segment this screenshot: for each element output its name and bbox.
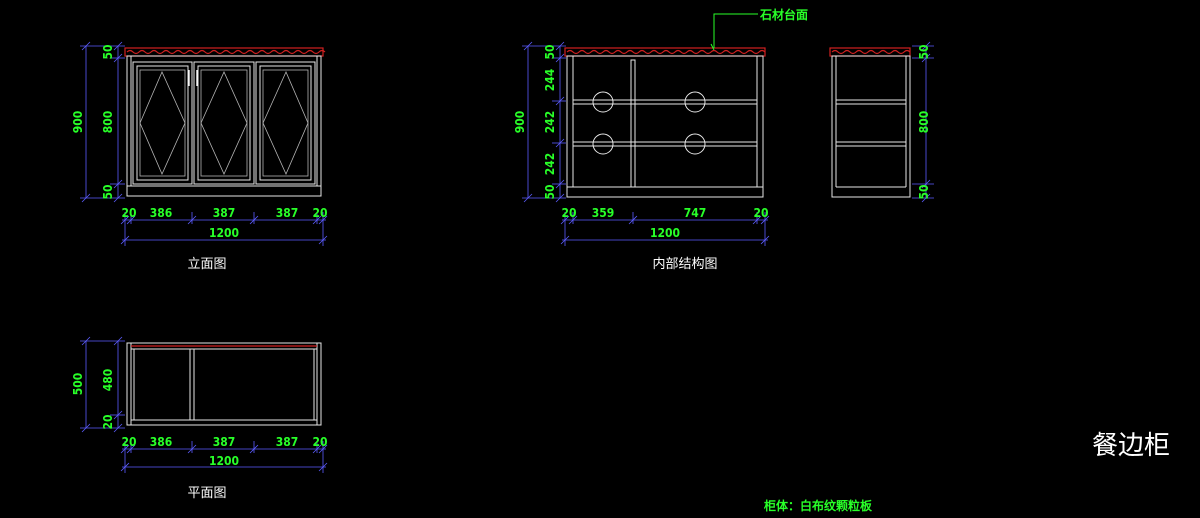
plan-h-dim-2: 386: [150, 435, 173, 449]
interior-v-total: 900: [513, 111, 527, 134]
interior-total-width: 1200: [650, 226, 680, 240]
side-v-dim-1: 50: [917, 44, 931, 59]
interior-hole-3: [592, 133, 614, 155]
elevation-view: 900 50 800 50 20 386 387 387: [71, 41, 328, 272]
elevation-total-width: 1200: [209, 226, 239, 240]
plan-v-total: 500: [71, 373, 85, 396]
elevation-stone-top: [124, 47, 326, 57]
interior-v-dim-2: 244: [543, 68, 557, 91]
plan-label: 平面图: [187, 486, 226, 501]
interior-v-dim-1: 50: [543, 44, 557, 59]
interior-v-dim-4: 242: [543, 153, 557, 176]
interior-horizontal-dimensions: 20 359 747 20 1200: [560, 206, 770, 246]
plan-h-dim-5: 20: [312, 435, 327, 449]
side-vertical-dimensions: 50 800 50: [912, 41, 934, 203]
drawing-title: 餐边柜: [1092, 431, 1170, 461]
elevation-h-dim-2: 386: [150, 206, 173, 220]
elevation-v-dim-1: 50: [101, 44, 115, 59]
plan-v-dim-1: 480: [101, 369, 115, 392]
elevation-door-right: [255, 61, 316, 185]
interior-view: 石材台面 900 50 244 242 242 50: [513, 7, 808, 272]
elevation-door-left: [132, 61, 193, 185]
interior-hole-1: [592, 91, 614, 113]
side-view: 50 800 50: [829, 41, 934, 203]
elevation-v-total: 900: [71, 111, 85, 134]
side-stone-top: [829, 47, 911, 57]
interior-h-dim-2: 359: [592, 206, 615, 220]
elevation-h-dim-1: 20: [121, 206, 136, 220]
material-note: 柜体：白布纹颗粒板: [763, 498, 873, 513]
elevation-v-dim-3: 50: [101, 184, 115, 199]
elevation-h-dim-4: 387: [276, 206, 299, 220]
elevation-horizontal-dimensions: 20 386 387 387 20 1200: [120, 206, 328, 246]
interior-v-dim-5: 50: [543, 184, 557, 199]
plan-h-dim-3: 387: [213, 435, 236, 449]
plan-total-width: 1200: [209, 454, 239, 468]
stone-top-callout: 石材台面: [710, 7, 808, 51]
elevation-v-dim-2: 800: [101, 111, 115, 134]
side-v-dim-2: 800: [917, 111, 931, 134]
side-v-dim-3: 50: [917, 184, 931, 199]
plan-h-dim-1: 20: [121, 435, 136, 449]
interior-h-dim-1: 20: [561, 206, 576, 220]
plan-view: 500 480 20 20 386 387 387 20: [71, 336, 328, 501]
side-shelves: [835, 99, 907, 147]
side-cabinet-body: [831, 55, 911, 198]
plan-cabinet-outline: [126, 342, 322, 426]
elevation-door-middle: [193, 61, 255, 185]
interior-h-dim-4: 20: [753, 206, 768, 220]
interior-label: 内部结构图: [652, 256, 717, 272]
interior-v-dim-3: 242: [543, 111, 557, 134]
interior-divider: [630, 59, 636, 188]
interior-hole-2: [684, 91, 706, 113]
interior-shelves: [572, 99, 758, 147]
interior-stone-top: [564, 47, 766, 57]
elevation-cabinet-body: [126, 55, 322, 197]
interior-h-dim-3: 747: [684, 206, 707, 220]
elevation-h-dim-3: 387: [213, 206, 236, 220]
interior-vertical-dimensions: 900 50 244 242 242 50: [513, 41, 566, 203]
plan-divider: [189, 348, 195, 421]
stone-top-callout-text: 石材台面: [759, 7, 808, 22]
plan-vertical-dimensions: 500 480 20: [71, 336, 125, 433]
elevation-h-dim-5: 20: [312, 206, 327, 220]
plan-horizontal-dimensions: 20 386 387 387 20 1200: [120, 435, 328, 473]
interior-cabinet-body: [566, 55, 764, 198]
interior-hole-4: [684, 133, 706, 155]
elevation-label: 立面图: [187, 257, 226, 272]
plan-v-dim-2: 20: [101, 414, 115, 429]
plan-h-dim-4: 387: [276, 435, 299, 449]
elevation-vertical-dimensions: 900 50 800 50: [71, 41, 125, 203]
